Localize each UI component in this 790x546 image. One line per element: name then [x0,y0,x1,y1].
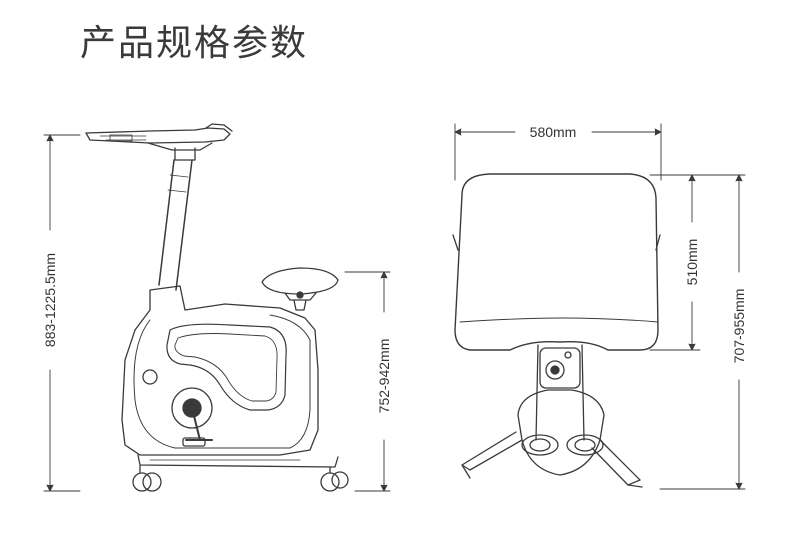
seat-height-label: 752-942mm [376,339,392,414]
page-title: 产品规格参数 [80,23,309,64]
side-view-bike [85,123,349,492]
desk-depth-label: 510mm [684,239,700,286]
total-height-dimension-line [43,134,81,492]
desk-depth-dimension-line [649,174,701,351]
desk-width-dimension-line [454,123,662,181]
desk-height-dimension-line [659,174,746,490]
seat-height-dimension-line [344,271,391,492]
total-height-label: 883-1225.5mm [42,253,58,347]
desk-height-label: 707-955mm [731,289,747,364]
desk-width-label: 580mm [530,124,577,140]
front-view-bike [452,173,661,488]
